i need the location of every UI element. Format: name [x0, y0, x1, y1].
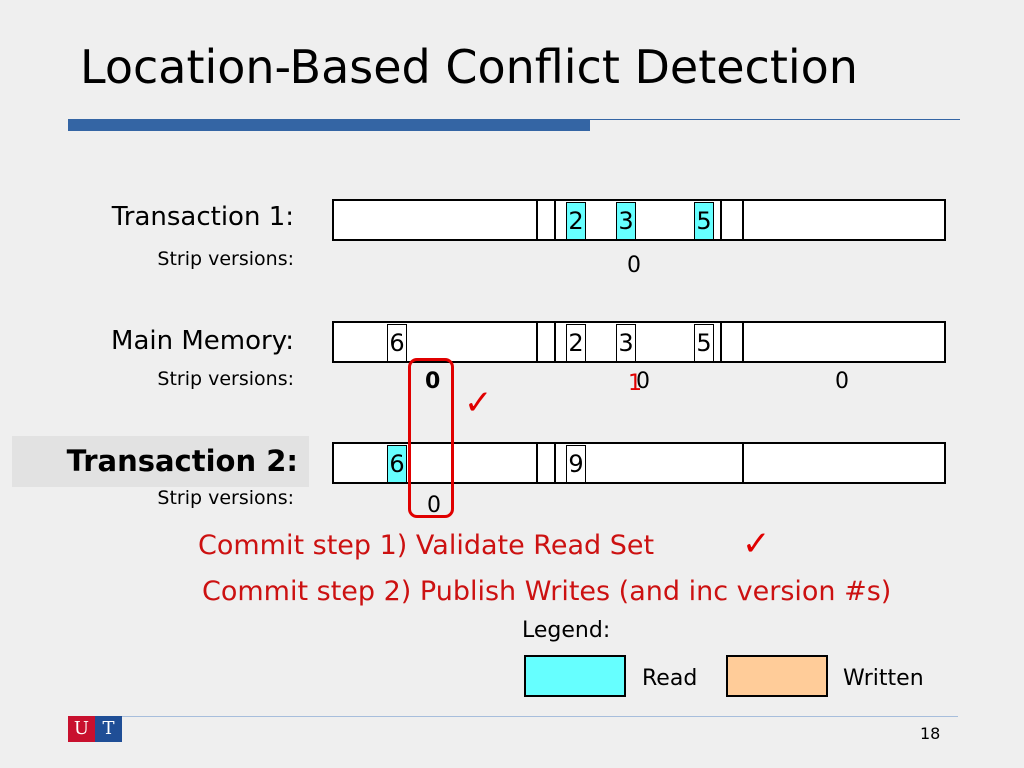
main-memory-strip-label: Strip versions: [157, 368, 294, 390]
strip-divider [720, 201, 722, 239]
strip-divider [536, 444, 538, 482]
cell-read: 3 [616, 202, 636, 240]
main-memory-version: 0 [425, 369, 441, 394]
transaction1-version: 0 [627, 253, 641, 278]
legend-read-label: Read [642, 666, 698, 691]
version-highlight-box [408, 358, 454, 518]
transaction1-label: Transaction 1: [111, 202, 294, 232]
transaction2-label: Transaction 2: [66, 444, 298, 478]
strip-divider [720, 323, 722, 361]
title-underline-thin [590, 119, 960, 120]
strip-divider [554, 323, 556, 361]
legend-written-swatch [726, 655, 828, 697]
commit-step-2: Commit step 2) Publish Writes (and inc v… [202, 576, 892, 607]
main-memory-version-incremented: 1 [628, 371, 642, 396]
legend-title: Legend: [522, 618, 611, 643]
slide-title: Location-Based Conflict Detection [80, 40, 858, 94]
strip-divider [554, 201, 556, 239]
title-underline-thick [68, 119, 590, 131]
transaction2-version: 0 [427, 493, 441, 518]
strip-divider [554, 444, 556, 482]
cell-read: 6 [387, 445, 407, 483]
logo-right-letter: T [95, 716, 122, 742]
transaction2-label-background [12, 436, 309, 487]
main-memory-version: 0 [636, 369, 650, 394]
cell-read: 5 [694, 202, 714, 240]
main-memory-label: Main Memory: [111, 326, 294, 356]
transaction1-strip: 2 3 5 [332, 199, 946, 241]
commit-step-1-check-icon: ✓ [742, 524, 771, 564]
cell: 6 [387, 324, 407, 362]
main-memory-version: 0 [835, 369, 849, 394]
cell: 2 [566, 324, 586, 362]
transaction1-strip-label: Strip versions: [157, 248, 294, 270]
cell: 5 [694, 324, 714, 362]
legend-written-label: Written [843, 666, 924, 691]
footer-line [68, 716, 958, 717]
strip-divider [742, 201, 744, 239]
validation-check-icon: ✓ [464, 383, 493, 423]
strip-divider [536, 201, 538, 239]
cell-read: 2 [566, 202, 586, 240]
cell: 3 [616, 324, 636, 362]
university-logo: U T [68, 716, 122, 742]
cell: 9 [566, 445, 586, 483]
transaction2-strip: 6 9 [332, 442, 946, 484]
strip-divider [742, 323, 744, 361]
commit-step-1: Commit step 1) Validate Read Set [198, 530, 655, 561]
logo-left-letter: U [68, 716, 95, 742]
legend-read-swatch [524, 655, 626, 697]
strip-divider [742, 444, 744, 482]
page-number: 18 [920, 724, 941, 743]
transaction2-strip-label: Strip versions: [157, 487, 294, 509]
strip-divider [536, 323, 538, 361]
main-memory-strip: 6 2 3 5 [332, 321, 946, 363]
